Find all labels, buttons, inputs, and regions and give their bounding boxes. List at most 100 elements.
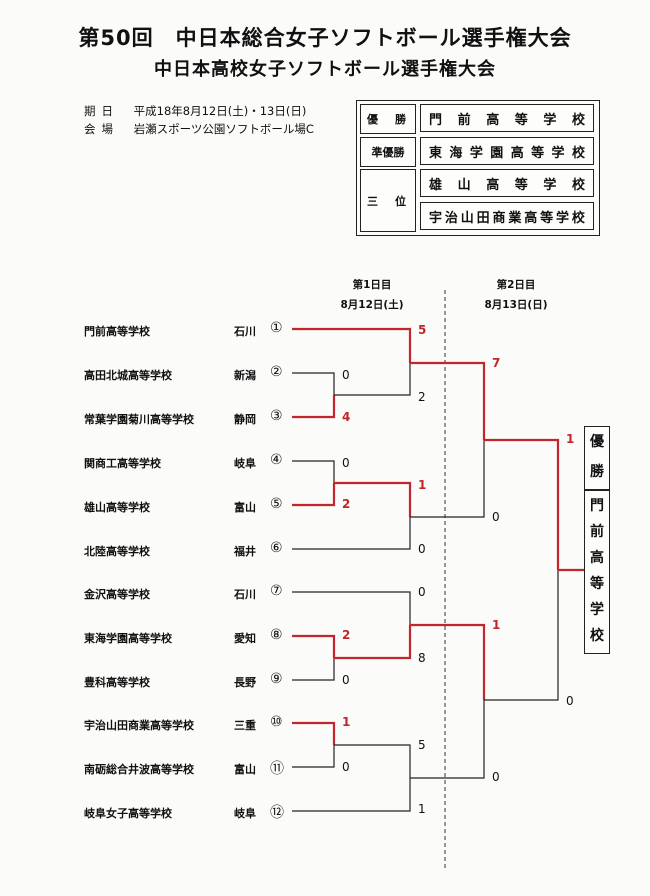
winner-label: 優 勝 [360, 104, 416, 134]
runner-up-value: 東海学園高等学校 [420, 137, 594, 165]
runner-up-label: 準優勝 [360, 137, 416, 167]
champion-name-char-3: 高 [590, 550, 604, 566]
score-sf2-top: 1 [492, 618, 501, 632]
bracket-line-sf1-winner [484, 438, 560, 570]
result-team-name: 宇治山田商業高等学校 [429, 210, 585, 226]
score-r1c-top: 2 [342, 628, 351, 642]
score-r1b-bot: 2 [342, 497, 351, 511]
team-seed-number: ⑪ [270, 761, 284, 777]
team-prefecture: 富山 [234, 501, 256, 514]
bracket-line-t10 [292, 721, 336, 745]
bracket-line-qf1-winner [410, 361, 486, 440]
team-name: 関商工高等学校 [84, 457, 161, 470]
team-seed-number: ⑧ [270, 627, 283, 643]
champion-label-char-2: 勝 [590, 464, 604, 480]
third-value-1: 雄山高等学校 [420, 169, 594, 197]
team-name: 常葉学園菊川高等学校 [84, 413, 194, 426]
bracket-line-t7 [292, 591, 411, 625]
bracket-line-qf2-winner [410, 440, 485, 518]
team-prefecture: 静岡 [234, 413, 256, 426]
champion-label-char-1: 優 [590, 434, 604, 450]
champion-name-char-2: 前 [590, 524, 604, 540]
score-final-bot: 0 [566, 694, 574, 708]
score-qf3-top: 0 [418, 585, 426, 599]
team-name: 東海学園高等学校 [84, 632, 172, 645]
champion-name-char-5: 学 [590, 602, 604, 618]
team-name: 宇治山田商業高等学校 [84, 719, 194, 732]
winner-value: 門前高等学校 [420, 104, 594, 132]
team-prefecture: 石川 [234, 588, 256, 601]
team-prefecture: 石川 [234, 325, 256, 338]
score-qf3-bot: 8 [418, 651, 426, 665]
score-qf2-top: 1 [418, 478, 427, 492]
info-venue: 会場 岩瀬スポーツ公園ソフトボール場C [84, 121, 314, 137]
score-sf2-bot: 0 [492, 770, 500, 784]
champion-name-char-4: 等 [590, 576, 604, 592]
team-seed-number: ④ [270, 452, 283, 468]
bracket-line-r1b-winner [334, 481, 412, 517]
score-qf4-top: 5 [418, 738, 426, 752]
day1-label: 第1日目 [352, 279, 392, 291]
team-seed-number: ⑥ [270, 540, 283, 556]
score-r1d-bot: 0 [342, 760, 350, 774]
bracket-line-t9 [292, 658, 335, 681]
score-sf1-bot: 0 [492, 510, 500, 524]
team-name: 高田北城高等学校 [84, 369, 172, 382]
team-name: 門前高等学校 [84, 325, 150, 338]
bracket-line-t8 [292, 634, 336, 658]
team-seed-number: ③ [270, 408, 283, 424]
info-venue-label: 会場 [84, 122, 119, 136]
team-row: 常葉学園菊川高等学校 静岡 ③ [84, 408, 294, 427]
team-prefecture: 三重 [234, 719, 256, 732]
page-subtitle: 中日本高校女子ソフトボール選手権大会 [154, 59, 496, 80]
team-seed-number: ⑩ [270, 714, 283, 730]
day2-date: 8月13日(日) [484, 299, 548, 311]
team-seed-number: ⑫ [270, 805, 284, 821]
bracket-line-qf4-winner [410, 700, 485, 779]
team-seed-number: ⑦ [270, 583, 283, 599]
bracket-line-r1c-winner [334, 625, 412, 660]
result-team-name: 東海学園高等学校 [429, 145, 585, 161]
team-seed-number: ② [270, 364, 283, 380]
third-label: 三 位 [360, 169, 416, 232]
team-seed-number: ⑨ [270, 671, 283, 687]
bracket-line-t5 [292, 483, 336, 507]
score-qf1-bot: 2 [418, 390, 426, 404]
score-final-top: 1 [566, 432, 575, 446]
team-name: 北陸高等学校 [84, 545, 150, 558]
third-value-2: 宇治山田商業高等学校 [420, 202, 594, 230]
bracket-line-r1a-winner [334, 363, 411, 396]
score-r1d-top: 1 [342, 715, 351, 729]
day2-label: 第2日目 [496, 279, 536, 291]
result-team-name: 門前高等学校 [429, 112, 585, 128]
info-date-value: 平成18年8月12日(土)・13日(日) [133, 104, 307, 118]
score-r1b-top: 0 [342, 456, 350, 470]
team-name: 金沢高等学校 [84, 588, 150, 601]
result-team-name: 雄山高等学校 [429, 177, 585, 193]
score-qf2-bot: 0 [418, 542, 426, 556]
bracket-line-t12 [292, 778, 411, 812]
bracket-line-r1d-winner [334, 744, 411, 778]
team-prefecture: 新潟 [234, 369, 256, 382]
bracket-line-t6 [292, 517, 411, 550]
info-venue-value: 岩瀬スポーツ公園ソフトボール場C [133, 122, 314, 136]
score-r1a-top: 0 [342, 368, 350, 382]
page-title: 第50回 中日本総合女子ソフトボール選手権大会 [78, 26, 572, 50]
team-row: 宇治山田商業高等学校 三重 ⑩ [84, 714, 294, 733]
team-name: 豊科高等学校 [84, 676, 150, 689]
team-prefecture: 富山 [234, 763, 256, 776]
team-name: 南砺総合井波高等学校 [84, 763, 194, 776]
info-date: 期日 平成18年8月12日(土)・13日(日) [84, 103, 306, 119]
champion-name-box: 門 前 高 等 学 校 [584, 490, 610, 654]
bracket-line-t2 [292, 372, 335, 395]
team-row: 高田北城高等学校 新潟 ② [84, 364, 294, 383]
champion-label-box: 優 勝 [584, 426, 610, 490]
team-prefecture: 福井 [234, 545, 256, 558]
